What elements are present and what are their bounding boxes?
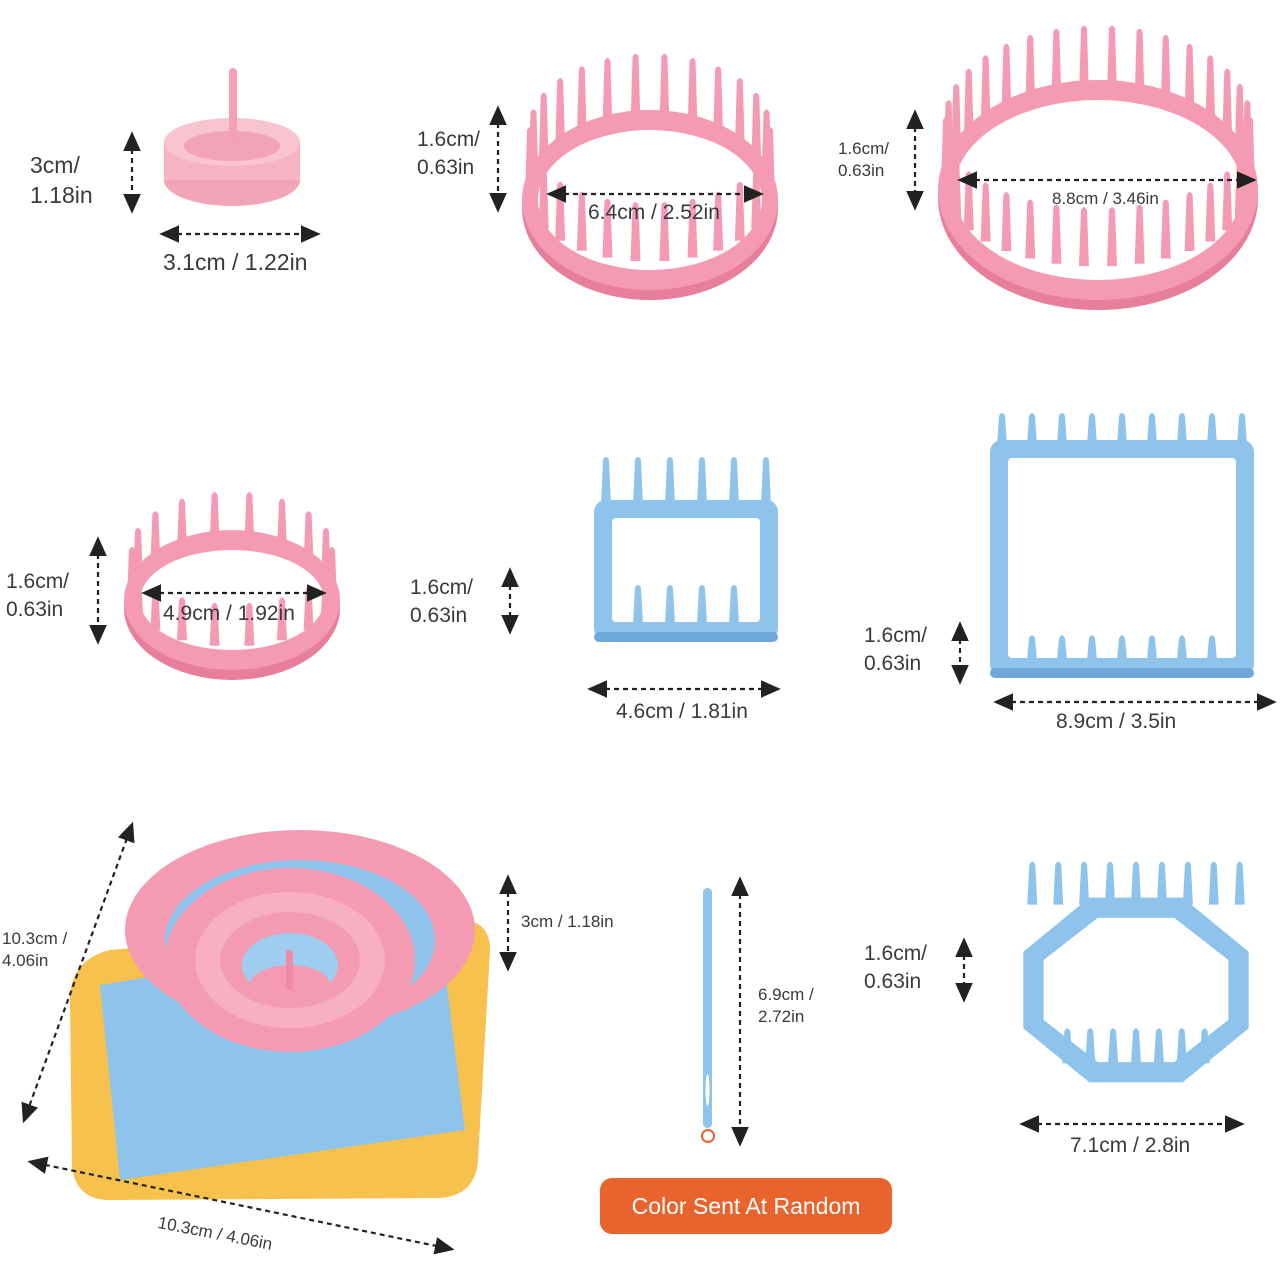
item2-height-label: 1.6cm/ 0.63in bbox=[417, 128, 481, 179]
item1-width-label: 3.1cm / 1.22in bbox=[163, 249, 308, 275]
item3-width-label: 8.8cm / 3.46in bbox=[1052, 189, 1159, 208]
dimension-arrows bbox=[21, 105, 1277, 1255]
item4-height-label: 1.6cm/ 0.63in bbox=[6, 570, 70, 621]
pink-round-loom-small bbox=[124, 492, 340, 680]
item4-width-label: 4.9cm / 1.92in bbox=[163, 602, 295, 625]
plastic-needle bbox=[701, 888, 715, 1143]
blue-square-loom-large bbox=[990, 413, 1254, 678]
item6-width-label: 8.9cm / 3.5in bbox=[1056, 710, 1177, 733]
item9-width-label: 7.1cm / 2.8in bbox=[1070, 1134, 1191, 1157]
item8-length-label: 6.9cm / 2.72in bbox=[758, 985, 814, 1026]
blue-square-loom-small bbox=[594, 457, 778, 642]
item9-height-label: 1.6cm/ 0.63in bbox=[864, 942, 928, 993]
color-random-badge: Color Sent At Random bbox=[600, 1178, 892, 1234]
small-pink-base bbox=[164, 68, 300, 206]
item5-height-label: 1.6cm/ 0.63in bbox=[410, 576, 474, 627]
item5-width-label: 4.6cm / 1.81in bbox=[616, 700, 748, 723]
item2-width-label: 6.4cm / 2.52in bbox=[588, 201, 720, 224]
item3-height-label: 1.6cm/ 0.63in bbox=[838, 139, 890, 180]
stacked-loom-set bbox=[70, 830, 490, 1200]
item7-height-label: 3cm / 1.18in bbox=[521, 912, 614, 931]
item1-height-label: 3cm/ 1.18in bbox=[30, 152, 93, 208]
blue-octagon-loom bbox=[1023, 861, 1249, 1083]
pink-round-loom-large bbox=[938, 25, 1258, 310]
pink-round-loom-medium bbox=[522, 53, 778, 300]
item6-height-label: 1.6cm/ 0.63in bbox=[864, 624, 928, 675]
item7-side-label: 10.3cm / 4.06in bbox=[2, 929, 68, 970]
